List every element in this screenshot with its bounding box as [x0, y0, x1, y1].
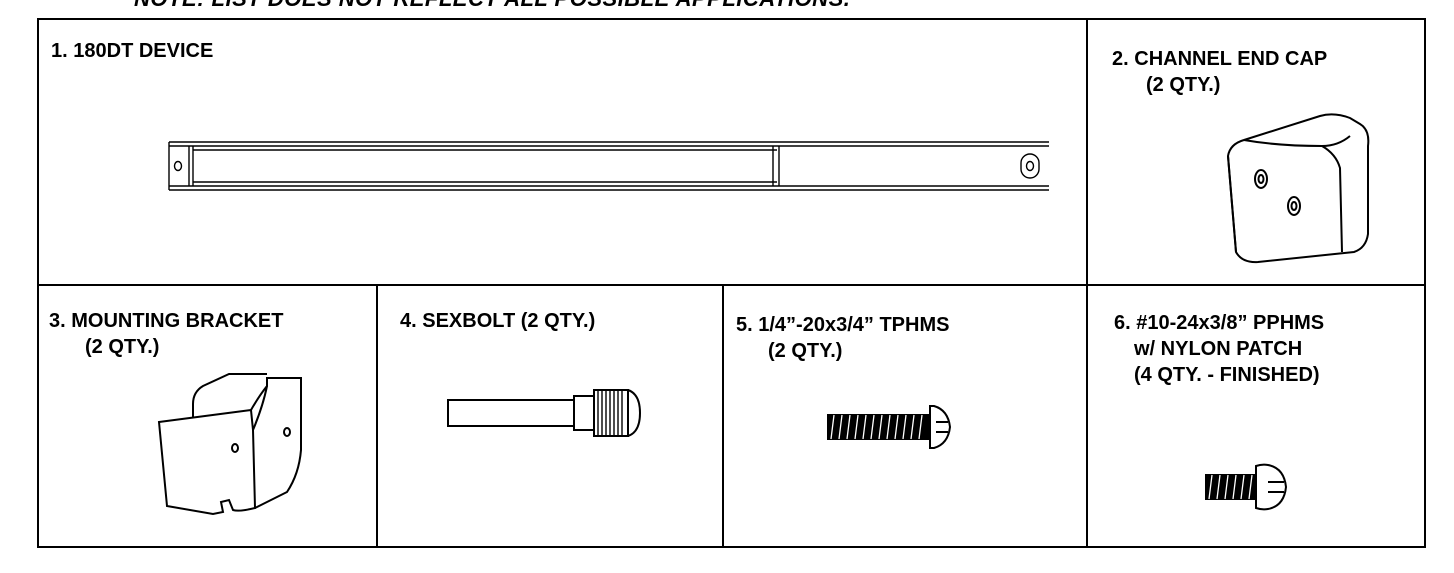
- part-qty-5: (2 QTY.): [768, 340, 843, 362]
- sexbolt-drawing-icon: [447, 389, 642, 437]
- part-label-4: 4. SEXBOLT (2 QTY.): [400, 310, 596, 332]
- part-label-3: 3. MOUNTING BRACKET: [49, 310, 284, 332]
- part-cell-6: 6. #10-24x3/8” PPHMS w/ NYLON PATCH (4 Q…: [1088, 286, 1424, 546]
- pan-head-screw-drawing-icon: [1205, 463, 1288, 511]
- part-label-6: 6. #10-24x3/8” PPHMS: [1114, 312, 1325, 334]
- door-closer-track-drawing-icon: [168, 141, 1049, 191]
- row-divider: [39, 284, 1424, 286]
- part-label-2: 2. CHANNEL END CAP: [1112, 48, 1328, 70]
- part-label-5: 5. 1/4”-20x3/4” TPHMS: [736, 314, 950, 336]
- column-divider: [722, 284, 724, 546]
- column-divider: [1086, 284, 1088, 546]
- part-qty-6: w/ NYLON PATCH: [1134, 338, 1303, 360]
- end-cap-drawing-icon: [1226, 113, 1370, 264]
- bracket-drawing-icon: [157, 373, 302, 516]
- part-qty-6b: (4 QTY. - FINISHED): [1134, 364, 1320, 386]
- note-heading: NOTE: LIST DOES NOT REFLECT ALL POSSIBLE…: [134, 0, 850, 12]
- part-cell-3: 3. MOUNTING BRACKET (2 QTY.): [39, 286, 376, 546]
- truss-head-screw-drawing-icon: [827, 405, 952, 449]
- part-label-1: 1. 180DT DEVICE: [51, 40, 214, 62]
- part-cell-2: 2. CHANNEL END CAP (2 QTY.): [1088, 20, 1424, 284]
- column-divider: [376, 284, 378, 546]
- parts-table: 1. 180DT DEVICE 2. CHANN: [37, 18, 1426, 548]
- column-divider: [1086, 20, 1088, 284]
- part-cell-1: 1. 180DT DEVICE: [39, 20, 1086, 284]
- part-cell-4: 4. SEXBOLT (2 QTY.): [378, 286, 722, 546]
- part-qty-3: (2 QTY.): [85, 336, 160, 358]
- part-qty-2: (2 QTY.): [1146, 74, 1221, 96]
- part-cell-5: 5. 1/4”-20x3/4” TPHMS (2 QTY.): [724, 286, 1086, 546]
